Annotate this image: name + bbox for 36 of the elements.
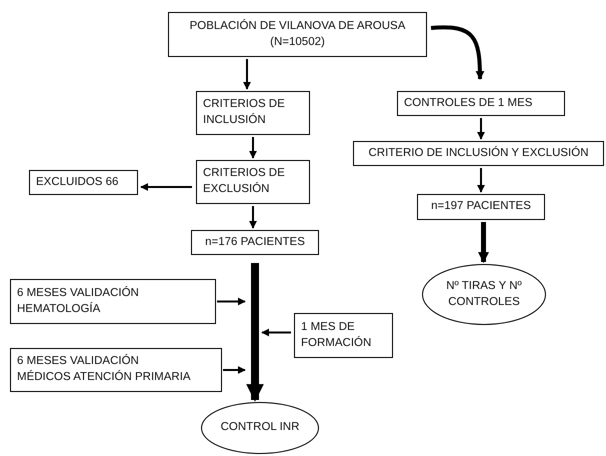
arrow xyxy=(249,206,257,229)
arrow xyxy=(430,25,484,80)
arrow xyxy=(140,183,192,191)
process-box xyxy=(191,230,319,255)
process-box xyxy=(294,313,393,358)
node-label: n=176 PACIENTES xyxy=(205,234,305,250)
process-box xyxy=(353,141,604,166)
arrow xyxy=(246,263,264,402)
process-box xyxy=(397,91,565,116)
process-box xyxy=(196,160,310,204)
node-label: POBLACIÓN DE VILANOVA DE AROUSA (N=10502) xyxy=(188,18,406,50)
process-box xyxy=(196,91,310,135)
node-label: CRITERIOS DE INCLUSIÓN xyxy=(203,97,286,128)
arrow xyxy=(477,118,485,140)
node-label: EXCLUIDOS 66 xyxy=(36,174,118,190)
node-label: Nº TIRAS Y Nº CONTROLES xyxy=(445,278,523,310)
arrow xyxy=(478,222,489,264)
process-box xyxy=(10,348,222,392)
node-label: 6 MESES VALIDACIÓN HEMATOLOGÍA xyxy=(17,286,140,316)
process-box xyxy=(29,170,138,195)
node-label: 6 MESES VALIDACIÓN MÉDICOS ATENCIÓN PRIMARIA xyxy=(17,354,192,385)
process-box xyxy=(10,279,216,324)
arrow xyxy=(217,298,246,306)
node-label: CRITERIO DE INCLUSIÓN Y EXCLUSIÓN xyxy=(368,146,589,161)
process-box xyxy=(168,12,427,57)
node-label: CRITERIOS DE EXCLUSIÓN xyxy=(203,166,286,197)
node-label: 1 MES DE FORMACIÓN xyxy=(301,320,372,350)
arrow xyxy=(223,366,246,374)
node-label: CONTROL INR xyxy=(220,420,300,436)
process-box xyxy=(417,194,545,220)
node-label: n=197 PACIENTES xyxy=(431,199,531,214)
arrow xyxy=(243,59,251,90)
node-label: CONTROLES DE 1 MES xyxy=(404,96,532,111)
arrow xyxy=(261,328,291,336)
arrow xyxy=(477,168,485,193)
arrow xyxy=(249,137,257,159)
